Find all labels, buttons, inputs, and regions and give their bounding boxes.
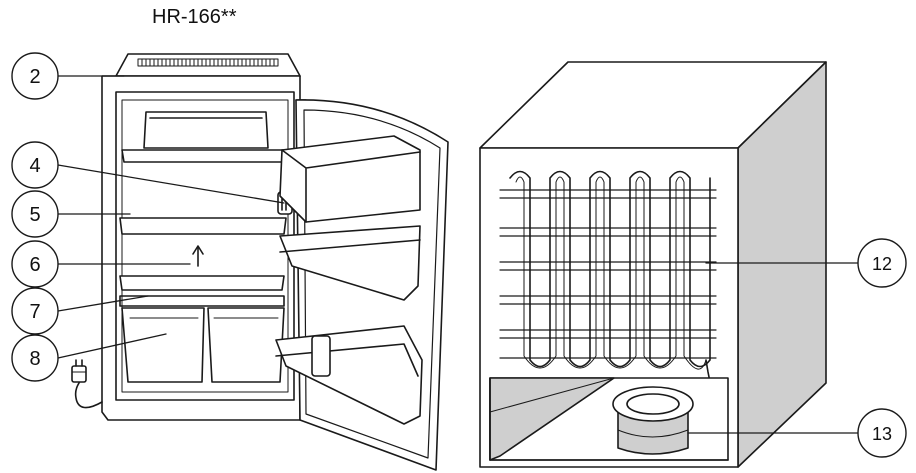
callout-leaders	[57, 75, 859, 434]
leader-8	[57, 333, 167, 359]
callout-2-number: 2	[29, 66, 40, 88]
leader-4	[57, 164, 285, 204]
crisper-cover	[119, 295, 285, 307]
callout-4: 4	[11, 141, 59, 189]
callout-8-number: 8	[29, 348, 40, 370]
door-bin-top	[279, 135, 421, 223]
callout-bubbles: 2 4 5 6 7 8 12 13	[11, 52, 907, 458]
callout-6-number: 6	[29, 254, 40, 276]
callout-8: 8	[11, 334, 59, 382]
callout-13-number: 13	[872, 424, 892, 444]
open-fridge-illustration	[71, 53, 449, 471]
shelf-middle	[119, 217, 287, 235]
callout-6: 6	[11, 240, 59, 288]
fridge-rear-illustration	[479, 61, 827, 468]
compressor	[612, 386, 694, 455]
fridge-door-open	[275, 99, 449, 471]
callout-13: 13	[857, 408, 907, 458]
callout-7: 7	[11, 287, 59, 335]
shelf-upper	[121, 149, 285, 163]
callout-7-number: 7	[29, 301, 40, 323]
callout-4-number: 4	[29, 155, 40, 177]
compressor-recess	[489, 377, 729, 461]
crisper-drawers	[121, 307, 285, 383]
callout-12: 12	[857, 238, 907, 288]
callout-12-number: 12	[872, 254, 892, 274]
model-label: HR-166**	[152, 6, 237, 28]
callout-2: 2	[11, 52, 59, 100]
shelf-lower	[119, 275, 285, 291]
power-plug-icon	[71, 359, 103, 409]
freezer-compartment	[143, 111, 269, 149]
up-arrow-icon	[192, 245, 204, 267]
bottle-retainer	[311, 335, 331, 377]
callout-5: 5	[11, 190, 59, 238]
callout-5-number: 5	[29, 204, 40, 226]
leader-7	[57, 295, 149, 312]
vent-grille	[137, 58, 279, 67]
door-bin-middle	[279, 225, 421, 301]
fridge-liner	[115, 91, 295, 401]
